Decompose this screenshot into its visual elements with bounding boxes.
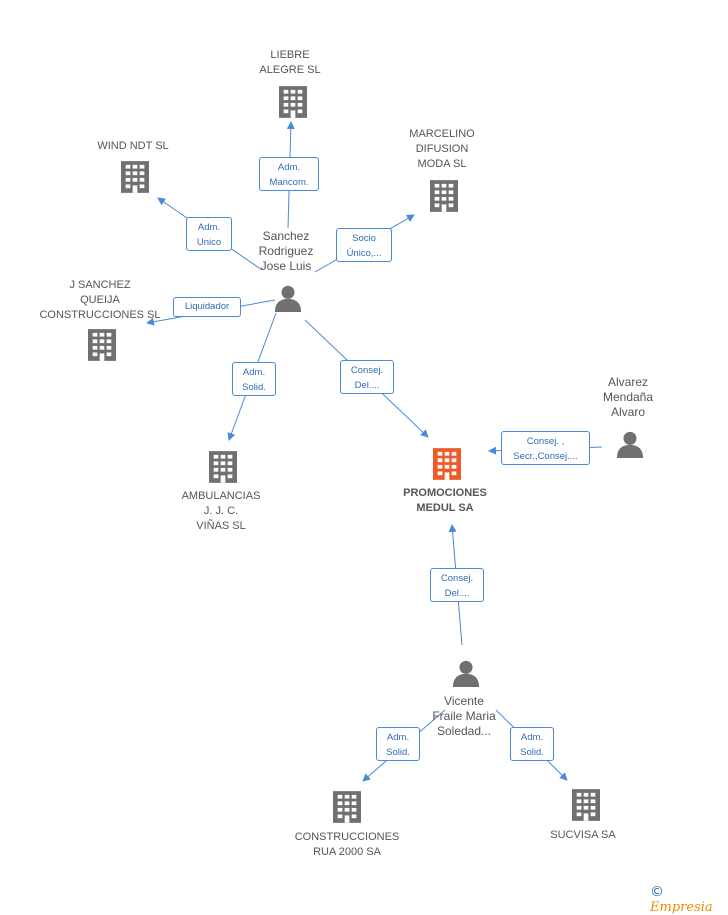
node-label-jsanchez[interactable]: J SANCHEZ QUEIJA CONSTRUCCIONES SL [39, 279, 161, 321]
node-label-sucvisa[interactable]: SUCVISA SA [550, 829, 616, 841]
node-label-ambulancias[interactable]: AMBULANCIAS J. J. C. VIÑAS SL [181, 490, 261, 532]
building-icon[interactable] [333, 791, 361, 823]
brand-name: Empresia [650, 900, 713, 915]
node-label-construcciones[interactable]: CONSTRUCCIONES RUA 2000 SA [294, 831, 400, 858]
brand-logo: © Empresia [650, 884, 728, 915]
edge-label-consej-del-1[interactable]: Consej. Del.... [340, 360, 394, 394]
edge-label-socio-unico[interactable]: Socio Único,... [336, 228, 392, 262]
edge-label-consej-del-2[interactable]: Consej. Del.... [430, 568, 484, 602]
person-icon[interactable] [452, 660, 480, 687]
edge-label-adm-solid-1[interactable]: Adm. Solid. [232, 362, 276, 396]
edge-label-liquidador[interactable]: Liquidador [173, 297, 241, 317]
building-icon[interactable] [572, 789, 600, 821]
node-label-wind[interactable]: WIND NDT SL [97, 140, 169, 152]
building-icon[interactable] [279, 86, 307, 118]
building-icon[interactable] [121, 161, 149, 193]
edge-label-adm-unico[interactable]: Adm. Unico [186, 217, 232, 251]
focus-building-icon[interactable] [433, 448, 461, 480]
edge-label-consej-secr[interactable]: Consej. , Secr.,Consej.... [501, 431, 590, 465]
edge-label-adm-solid-3[interactable]: Adm. Solid. [510, 727, 554, 761]
node-label-sanchez[interactable]: Sanchez Rodriguez Jose Luis [258, 229, 314, 273]
node-label-promociones[interactable]: PROMOCIONES MEDUL SA [403, 487, 487, 514]
node-label-marcelino[interactable]: MARCELINO DIFUSION MODA SL [409, 128, 475, 170]
building-icon[interactable] [88, 329, 116, 361]
node-label-alvarez[interactable]: Alvarez Mendaña Alvaro [602, 375, 654, 419]
node-label-vicente[interactable]: Vicente Fraile Maria Soledad... [432, 694, 496, 738]
node-label-liebre[interactable]: LIEBRE ALEGRE SL [259, 49, 321, 76]
person-icon[interactable] [274, 285, 302, 312]
person-icon[interactable] [616, 431, 644, 458]
building-icon[interactable] [430, 180, 458, 212]
building-icon[interactable] [209, 451, 237, 483]
edge-label-adm-mancom[interactable]: Adm. Mancom. [259, 157, 319, 191]
copyright-icon: © [650, 884, 664, 900]
edge-label-adm-solid-2[interactable]: Adm. Solid. [376, 727, 420, 761]
